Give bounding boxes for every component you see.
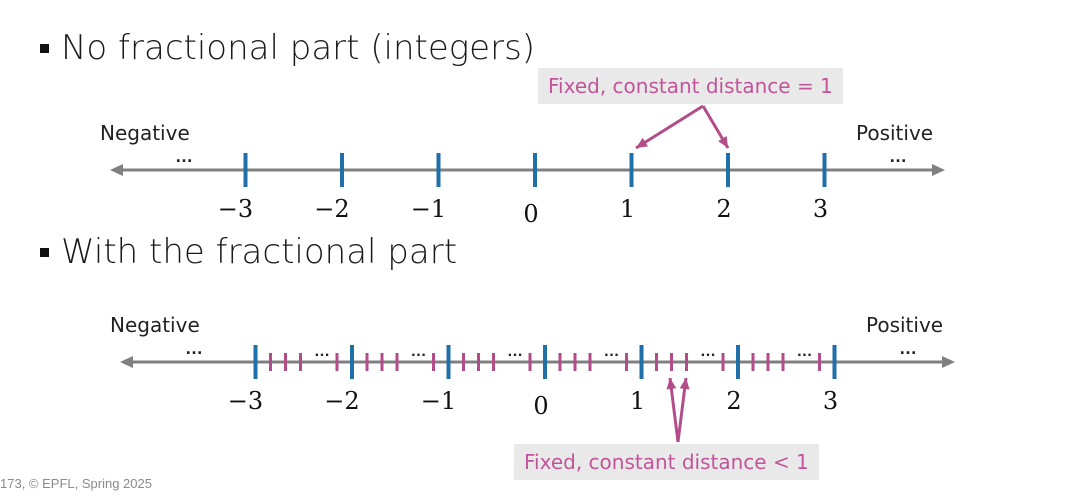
bullet-square-icon (40, 247, 49, 257)
negative-label-bottom: Negative (110, 313, 200, 337)
tick-label: 0 (523, 200, 538, 228)
tick-label: 3 (813, 195, 828, 223)
negative-label-top: Negative (100, 121, 190, 145)
bullet-integers-text: No fractional part (integers) (61, 28, 536, 68)
ellipsis-inner: … (700, 343, 716, 360)
ellipsis-inner: … (797, 343, 813, 360)
callout-top: Fixed, constant distance = 1 (538, 68, 843, 104)
callout-bottom: Fixed, constant distance < 1 (514, 444, 819, 480)
top-number-line: −3 −2 −1 0 1 2 3 (110, 153, 945, 228)
ellipsis-inner: … (314, 343, 330, 360)
callout-arrows (635, 104, 730, 443)
bullet-integers: No fractional part (integers) (40, 28, 535, 68)
tick-label: −2 (314, 195, 349, 223)
arrowhead-icon (636, 137, 648, 148)
ellipsis-top-left: … (175, 146, 193, 166)
arrowhead-icon (679, 378, 690, 390)
tick-label: −1 (411, 195, 446, 223)
tick-label: 2 (726, 387, 741, 415)
ellipsis-top-right: … (889, 146, 907, 166)
arrow-right-icon (932, 164, 945, 176)
bottom-number-line: … … … … … … −3 −2 −1 0 1 2 3 (120, 343, 955, 420)
ellipsis-inner: … (507, 343, 523, 360)
bullet-square-icon (40, 43, 49, 53)
tick-label: 1 (620, 195, 635, 223)
bullet-fractional-text: With the fractional part (61, 232, 458, 272)
tick-label: −3 (228, 387, 263, 415)
tick-label: 2 (716, 195, 731, 223)
arrowhead-icon (718, 135, 728, 148)
tick-label: 0 (533, 392, 548, 420)
bullet-fractional: With the fractional part (40, 232, 457, 272)
footer-text: 173, © EPFL, Spring 2025 (0, 476, 152, 491)
arrow-left-icon (110, 164, 123, 176)
ellipsis-bottom-left: … (185, 338, 203, 358)
positive-label-top: Positive (856, 121, 934, 145)
tick-label: −1 (421, 387, 456, 415)
ellipsis-inner: … (604, 343, 620, 360)
callout-arrow (635, 104, 704, 150)
tick-label: −3 (218, 195, 253, 223)
ellipsis-inner: … (411, 343, 427, 360)
ellipsis-bottom-right: … (899, 338, 917, 358)
tick-label: −2 (324, 387, 359, 415)
tick-label: 3 (823, 387, 838, 415)
arrow-left-icon (120, 356, 133, 368)
positive-label-bottom: Positive (866, 313, 944, 337)
tick-label: 1 (630, 387, 645, 415)
arrowhead-icon (666, 378, 677, 390)
arrow-right-icon (942, 356, 955, 368)
